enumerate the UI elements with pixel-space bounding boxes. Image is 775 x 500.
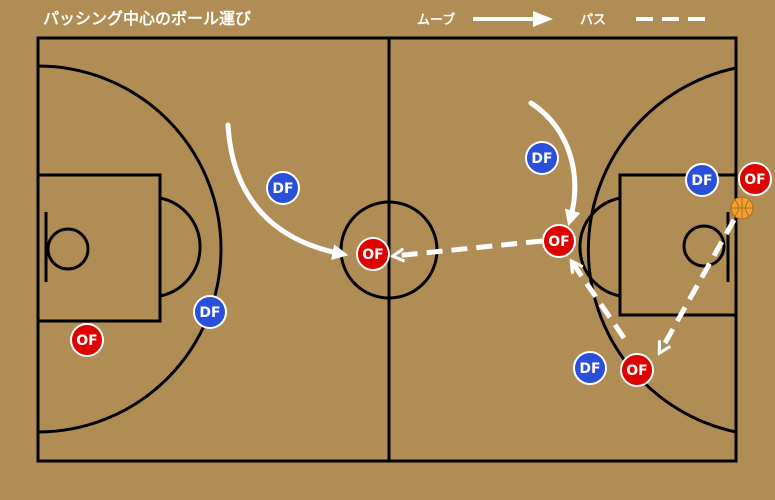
offense-player-token: OF — [70, 323, 104, 357]
player-label: DF — [272, 181, 293, 197]
players: DF DF OF OF DF DF OF OF — [70, 141, 772, 387]
offense-player-token: OF — [542, 224, 576, 258]
defense-player-token: DF — [573, 351, 607, 385]
left-hoop — [46, 227, 90, 271]
move-arrow — [528, 100, 581, 227]
legend-move-arrow — [473, 11, 553, 27]
player-label: DF — [199, 305, 220, 321]
basketball-icon — [730, 196, 754, 220]
pass-arrow — [572, 262, 627, 340]
player-label: DF — [531, 151, 552, 167]
offense-player-token: OF — [738, 162, 772, 196]
defense-player-token: DF — [525, 141, 559, 175]
left-free-throw-circle — [159, 196, 202, 298]
pass-arrow — [660, 218, 737, 352]
right-hoop — [682, 224, 726, 268]
play-arrows — [225, 100, 737, 352]
left-key — [36, 173, 162, 323]
player-label: DF — [579, 361, 600, 377]
legend-move-label: ムーブ — [417, 12, 455, 28]
right-free-throw-circle — [578, 196, 621, 298]
defense-player-token: DF — [266, 171, 300, 205]
diagram-title: パッシング中心のボール運び — [43, 9, 252, 28]
player-label: OF — [548, 234, 569, 250]
player-label: OF — [626, 363, 647, 379]
move-arrow — [225, 122, 349, 261]
legend-pass-label: パス — [580, 13, 606, 28]
player-label: OF — [744, 172, 765, 188]
player-label: OF — [76, 333, 97, 349]
player-label: OF — [362, 247, 383, 263]
pass-arrow — [394, 238, 543, 256]
left-three-point-line — [37, 64, 223, 434]
defense-player-token: DF — [193, 295, 227, 329]
defense-player-token: DF — [685, 163, 719, 197]
offense-player-token: OF — [356, 237, 390, 271]
player-label: DF — [691, 173, 712, 189]
right-three-point-line — [586, 66, 737, 434]
offense-player-token: OF — [620, 353, 654, 387]
